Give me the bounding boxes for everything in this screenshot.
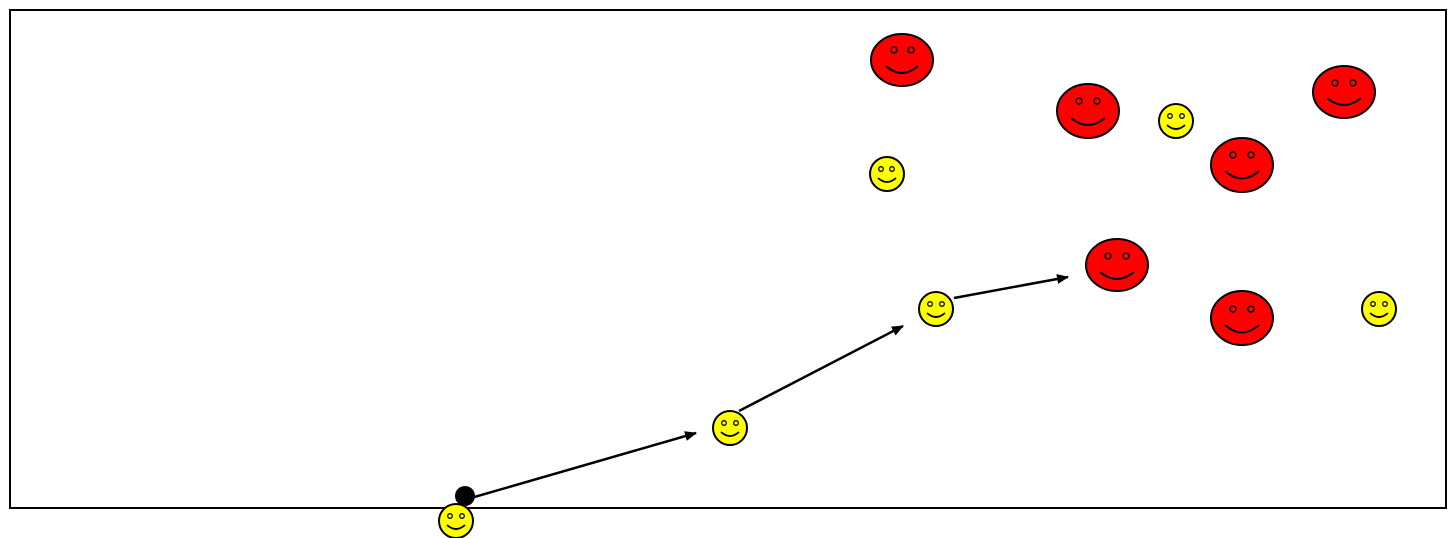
black-dot-icon [455, 486, 475, 506]
diagram-frame [9, 9, 1447, 509]
arrow-icon [738, 324, 904, 413]
path-arrows-group [463, 274, 1069, 502]
yellow-smiley-face-icon [438, 503, 474, 538]
red-smiley-face-icon [1056, 83, 1120, 139]
yellow-smiley-face-icon [712, 410, 748, 446]
red-faces-group [870, 33, 1376, 346]
yellow-smiley-face-icon [1361, 291, 1397, 327]
yellow-faces-group [438, 103, 1397, 538]
red-smiley-face-icon [1210, 137, 1274, 193]
arrow-icon [953, 274, 1069, 300]
arrow-icon [463, 431, 697, 502]
red-smiley-face-icon [1312, 65, 1376, 119]
yellow-smiley-face-icon [918, 291, 954, 327]
yellow-smiley-face-icon [1158, 103, 1194, 139]
red-smiley-face-icon [1210, 290, 1274, 346]
yellow-smiley-face-icon [869, 156, 905, 192]
red-smiley-face-icon [870, 33, 934, 87]
red-smiley-face-icon [1085, 238, 1149, 292]
